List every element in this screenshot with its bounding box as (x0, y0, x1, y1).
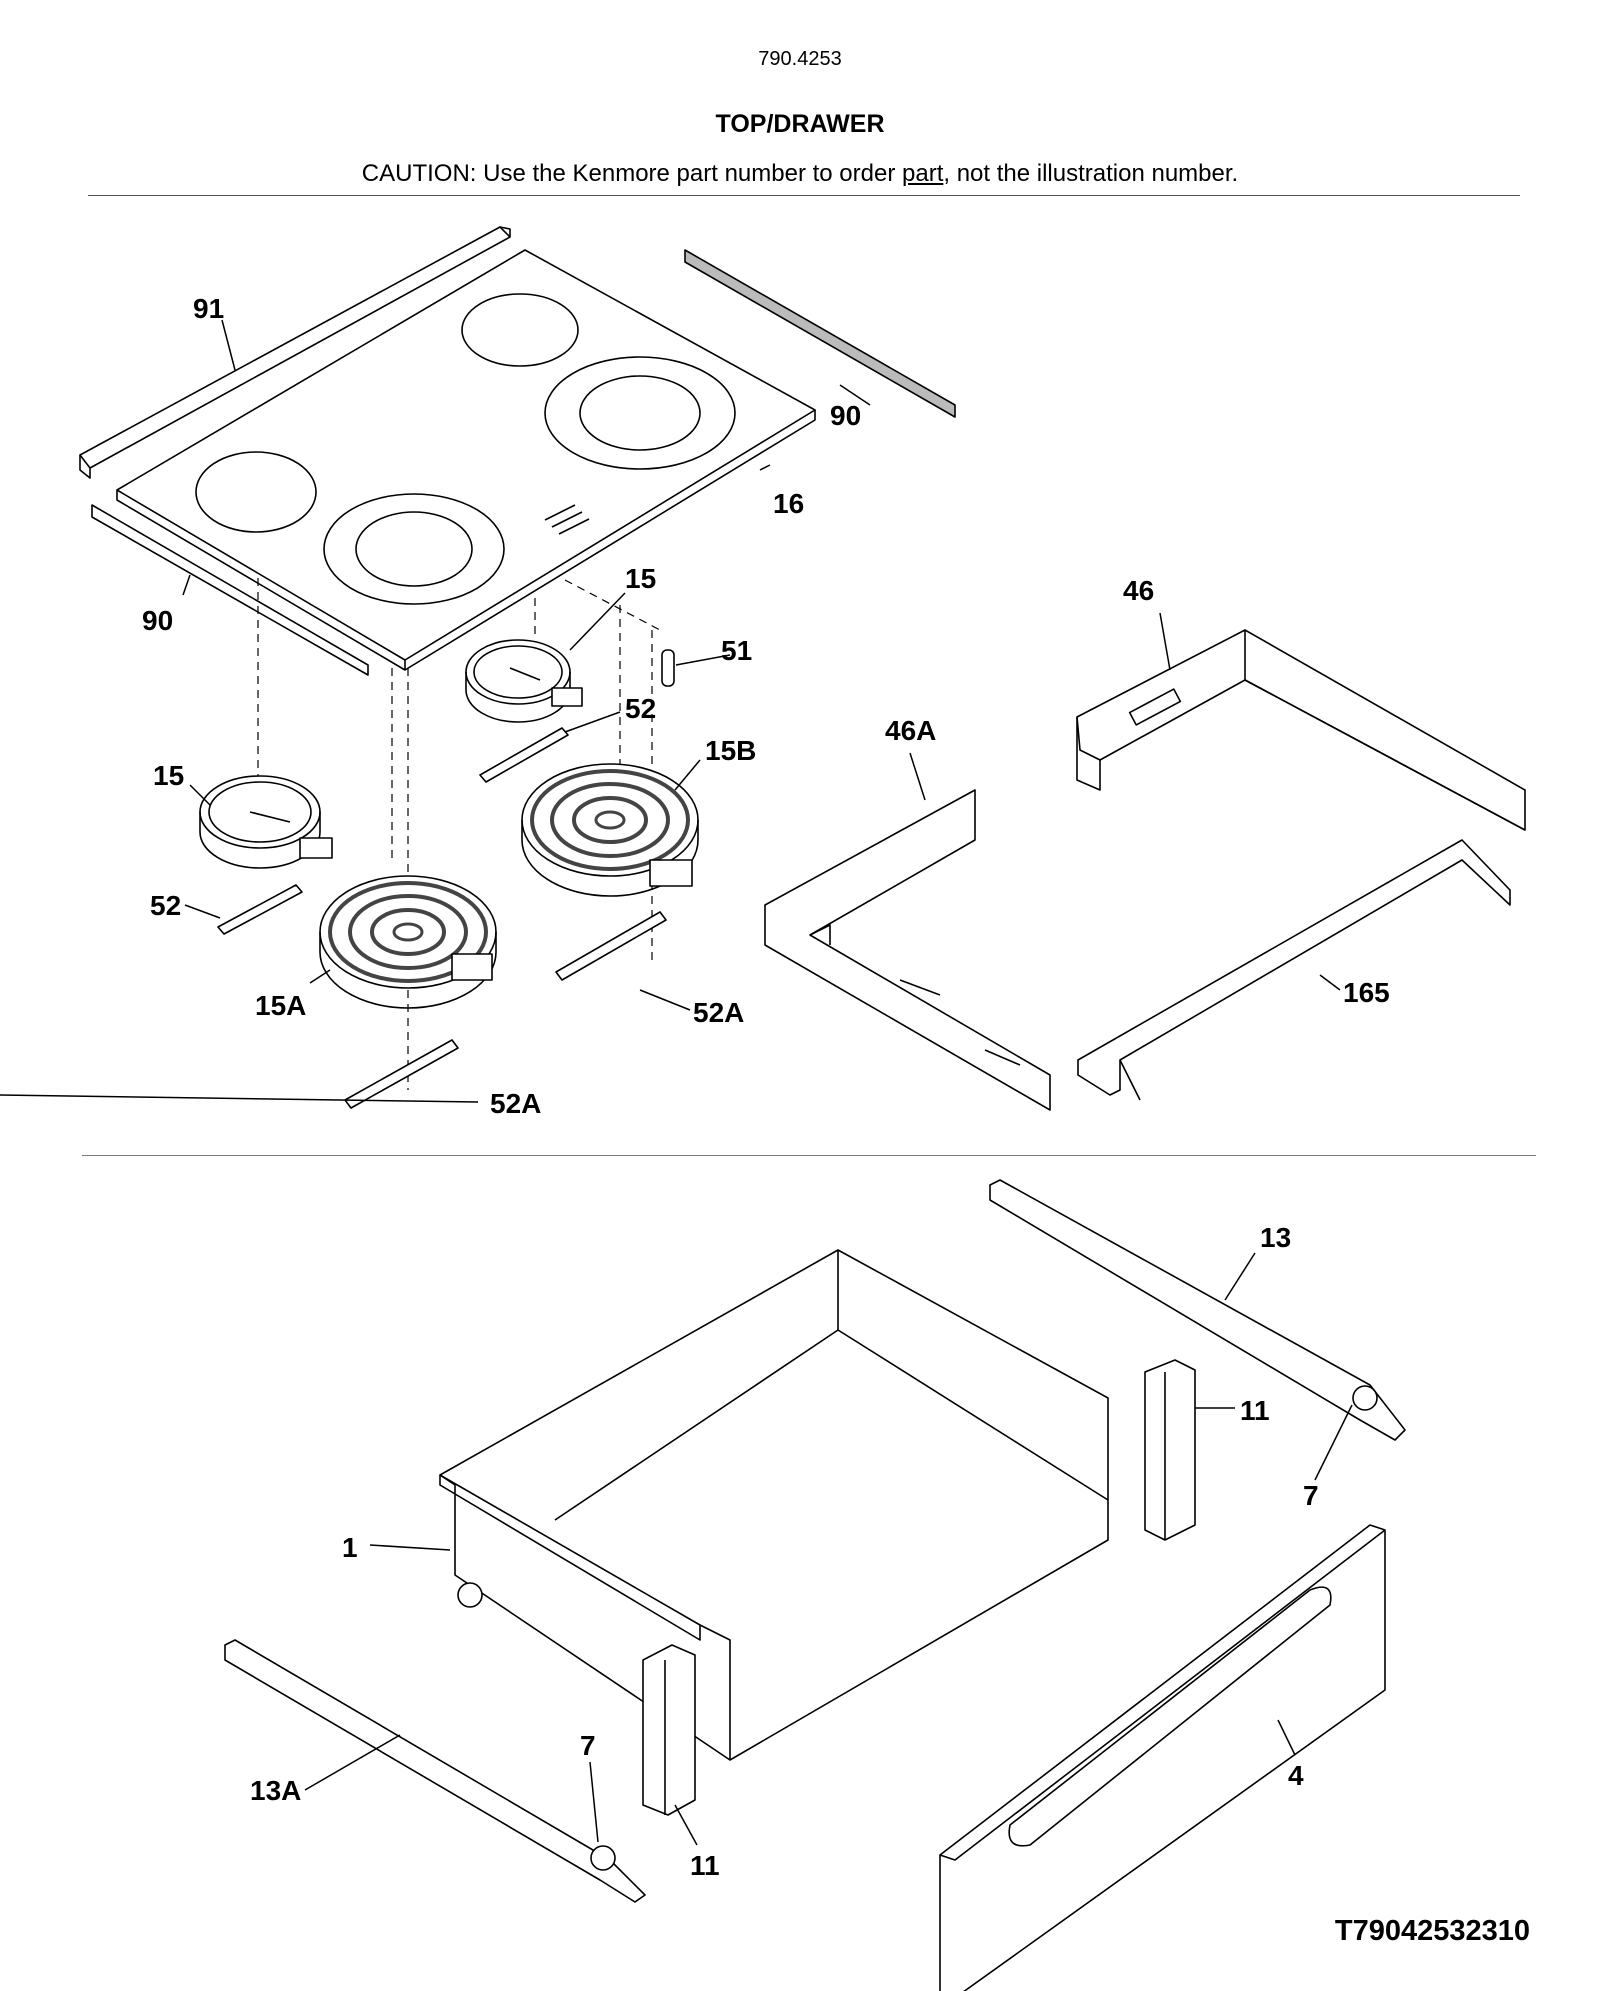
header-divider (88, 195, 1520, 196)
connector-part-51 (661, 649, 675, 687)
diagram-title: TOP/DRAWER (715, 110, 885, 138)
callout-46A: 46A (885, 715, 936, 746)
callout-4: 4 (1288, 1760, 1304, 1791)
caution-prefix: CAUTION: Use the Kenmore part number to … (361, 160, 902, 187)
callout-15B: 15B (705, 735, 756, 766)
trim-part-90-front (91, 504, 369, 676)
callout-7-left: 7 (580, 1730, 596, 1761)
trim-part-91 (79, 226, 511, 479)
strap-part-52-upper (479, 727, 569, 783)
callout-11-left: 11 (690, 1850, 720, 1881)
callout-13: 13 (1260, 1222, 1291, 1253)
strap-part-52A-right (555, 911, 667, 981)
callout-15A: 15A (255, 990, 306, 1021)
trim-part-90-right (684, 249, 956, 418)
leader-lines (0, 319, 1353, 1846)
frame-part-46A (764, 789, 1051, 1111)
radiant-element-part-15A (319, 875, 497, 1009)
callout-15-upper: 15 (625, 563, 656, 594)
drawer-front-panel-part-4 (939, 1524, 1386, 1991)
callout-91: 91 (193, 293, 224, 324)
strap-part-52-lower (217, 884, 303, 935)
cooktop-glass-part-16 (116, 249, 816, 671)
model-number: 790.4253 (758, 48, 842, 70)
slide-rail-part-13A (224, 1639, 646, 1903)
callout-90-right: 90 (830, 400, 861, 431)
callout-7-right: 7 (1303, 1480, 1319, 1511)
callout-52-upper: 52 (625, 693, 656, 724)
diagram-id: T79042532310 (1334, 1915, 1530, 1947)
callout-46: 46 (1123, 575, 1154, 606)
callout-1: 1 (342, 1532, 358, 1563)
radiant-element-part-15-upper (465, 639, 583, 723)
callout-51: 51 (721, 635, 752, 666)
bracket-part-11-left (642, 1644, 696, 1816)
callout-52A-right: 52A (693, 997, 744, 1028)
bracket-part-11-right (1144, 1359, 1196, 1541)
section-divider (82, 1155, 1536, 1156)
drawer-body-part-1 (439, 1249, 1109, 1761)
callout-52-lower: 52 (150, 890, 181, 921)
callout-15-lower: 15 (153, 760, 184, 791)
caution-note: CAUTION: Use the Kenmore part number to … (0, 160, 1600, 188)
radiant-element-part-15B (521, 763, 699, 897)
frame-part-46 (1076, 629, 1526, 831)
callout-90-front: 90 (142, 605, 173, 636)
strap-part-52A-bottom (344, 1039, 459, 1109)
caution-suffix: , not the illustration number. (943, 160, 1239, 187)
callout-16: 16 (773, 488, 804, 519)
callout-13A: 13A (250, 1775, 301, 1806)
rail-part-165 (1077, 839, 1511, 1101)
callout-11-right: 11 (1240, 1395, 1270, 1426)
caution-underlined-word: part (902, 160, 944, 187)
callout-165: 165 (1343, 977, 1390, 1008)
callout-52A-bottom: 52A (490, 1088, 541, 1119)
radiant-element-part-15-lower (199, 775, 333, 869)
slide-rail-part-13 (989, 1179, 1406, 1441)
